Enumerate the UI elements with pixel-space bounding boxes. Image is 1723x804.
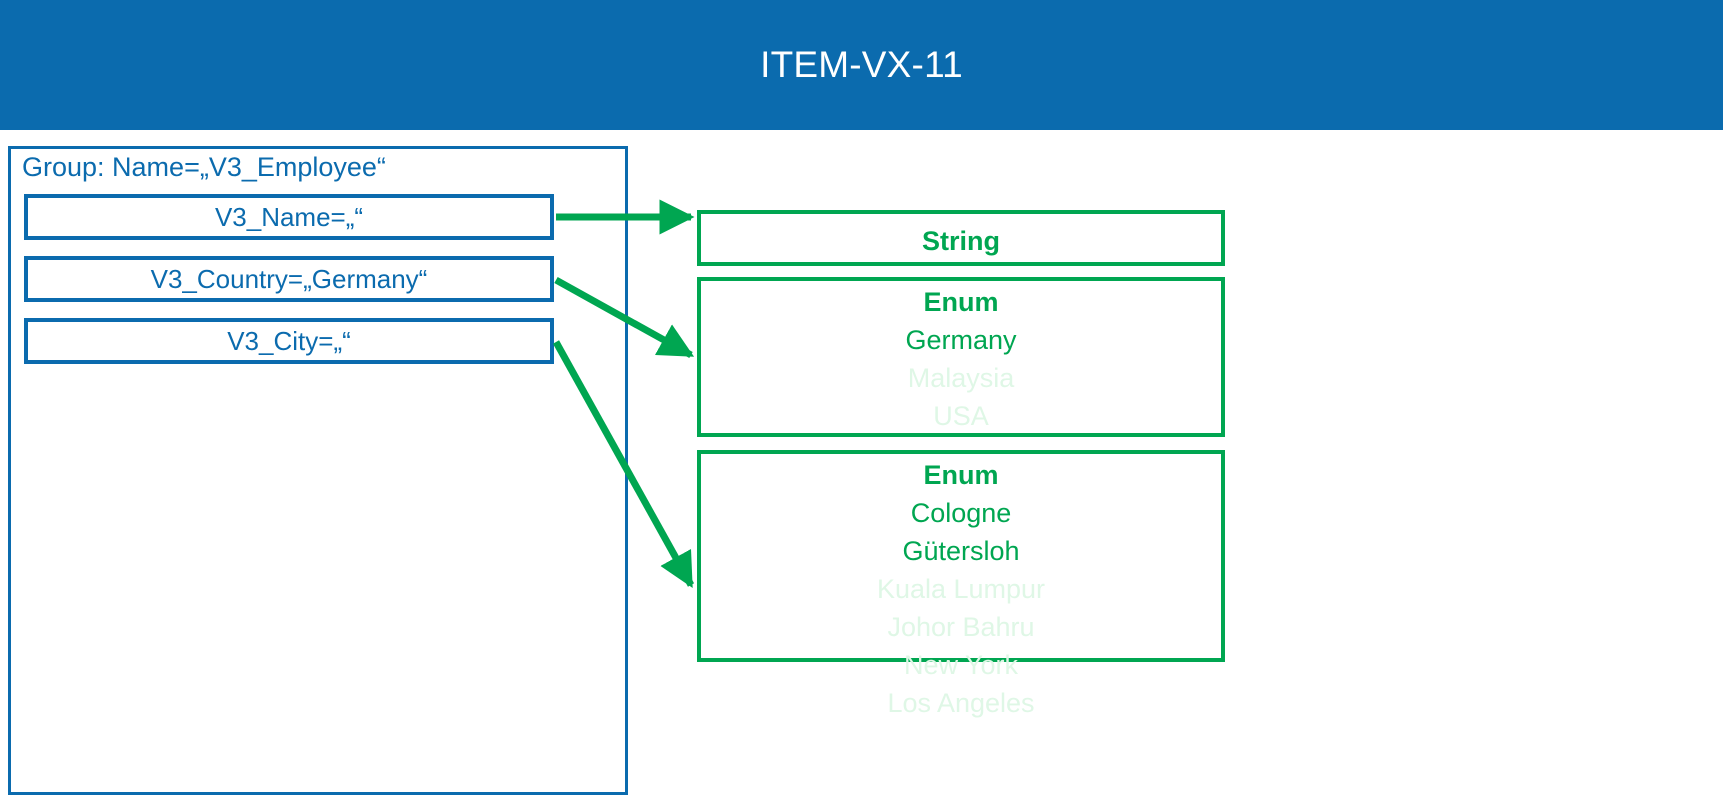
type-box-string[interactable]: String: [697, 210, 1225, 266]
enum-value: Cologne: [910, 498, 1012, 528]
enum-value: Los Angeles: [887, 688, 1035, 718]
type-box-title: String: [922, 226, 1000, 256]
enum-value: USA: [933, 401, 989, 431]
type-box-title: Enum: [923, 460, 999, 490]
enum-value: Malaysia: [907, 363, 1015, 393]
enum-value: Gütersloh: [902, 536, 1020, 566]
type-box-enum-country[interactable]: Enum Germany Malaysia USA: [697, 277, 1225, 437]
field-box-v3-country[interactable]: V3_Country=„Germany“: [24, 256, 554, 302]
type-box-enum-city[interactable]: Enum Cologne Gütersloh Kuala Lumpur Joho…: [697, 450, 1225, 718]
field-box-v3-city[interactable]: V3_City=„“: [24, 318, 554, 364]
group-panel: [8, 146, 628, 795]
field-box-v3-name[interactable]: V3_Name=„“: [24, 194, 554, 240]
enum-value: Kuala Lumpur: [876, 574, 1046, 604]
enum-value: New York: [903, 650, 1019, 680]
type-box-title: Enum: [923, 287, 999, 317]
enum-value: Germany: [905, 325, 1017, 355]
page-title: ITEM-VX-11: [760, 44, 963, 85]
enum-value: Johor Bahru: [887, 612, 1035, 642]
group-label: Group: Name=„V3_Employee“: [22, 152, 386, 182]
header-band: [0, 0, 1723, 130]
